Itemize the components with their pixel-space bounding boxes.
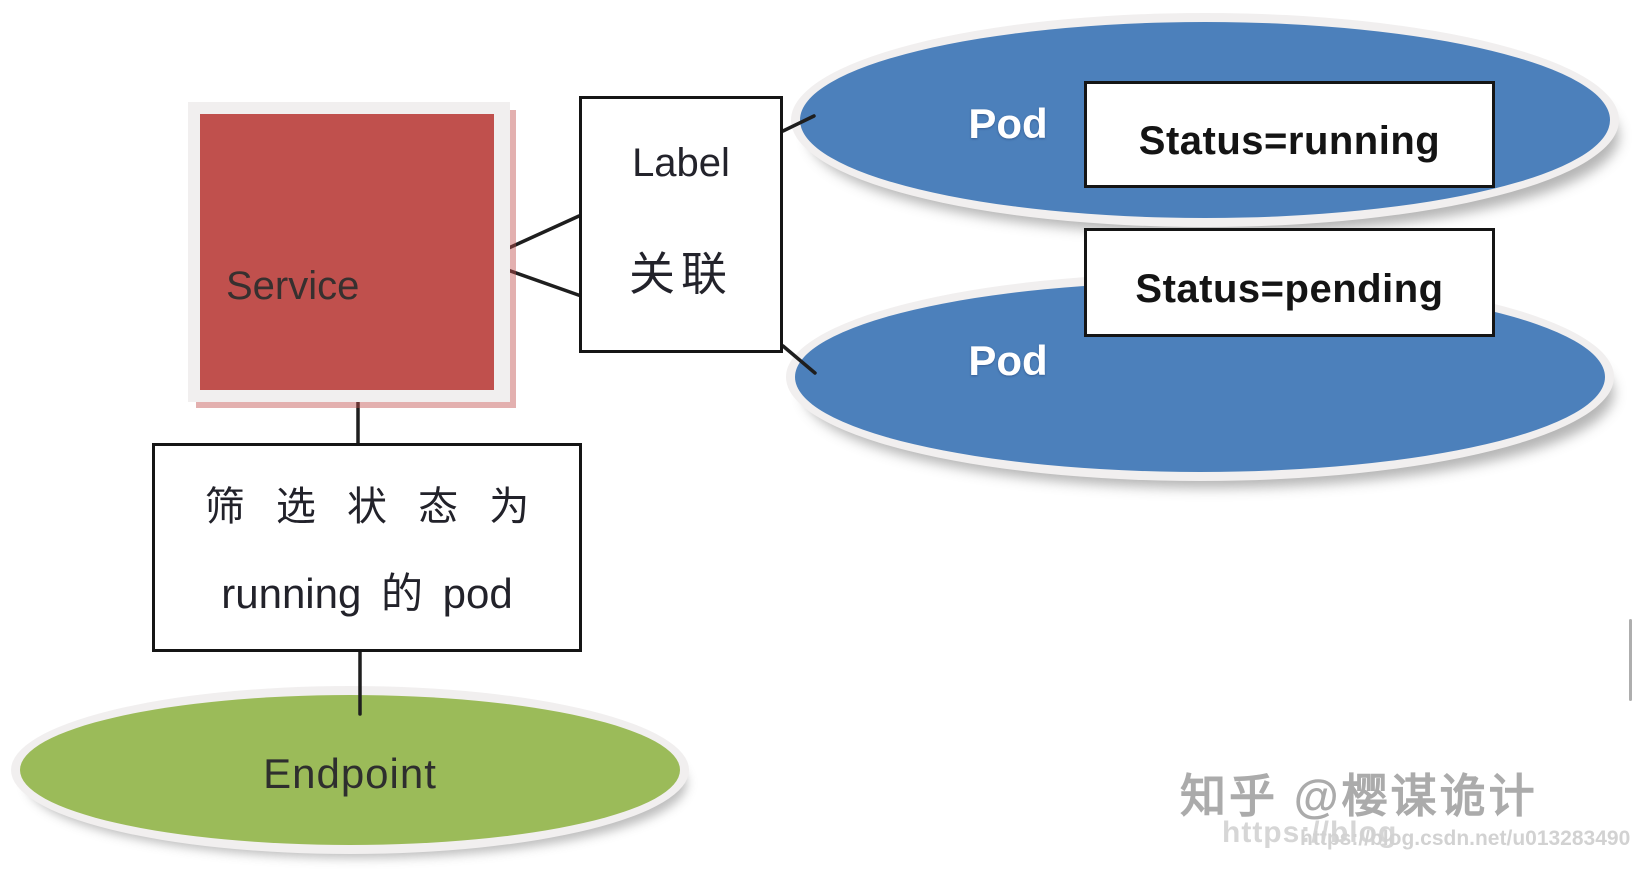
csdn-url-watermark-large: https://blog: [1222, 816, 1398, 849]
service-label: Service: [226, 264, 360, 308]
label-relation-box: Label 关联: [579, 96, 783, 353]
label-box-line1: Label: [632, 141, 730, 185]
pod1-label: Pod: [968, 100, 1048, 147]
csdn-url-watermark-small: https://blog.csdn.net/u013283490: [1300, 827, 1631, 850]
status-running-text: Status=running: [1138, 119, 1441, 163]
filter-box-line1: 筛 选 状 态 为: [204, 485, 540, 529]
service-node: Service: [188, 102, 510, 402]
line-label-to-pod2: [781, 344, 817, 375]
endpoint-ellipse: Endpoint: [20, 695, 680, 845]
status-pending-text: Status=pending: [1135, 267, 1444, 311]
line-service-to-label-bottom: [500, 266, 586, 299]
right-edge-tick-line: [1629, 619, 1632, 701]
zhihu-credit-watermark: 知乎 @樱谋诡计: [1180, 770, 1538, 822]
status-pending-box: Status=pending: [1084, 228, 1495, 337]
filter-description-box: 筛 选 状 态 为 running 的 pod: [152, 443, 582, 652]
label-box-line2: 关联: [629, 248, 733, 300]
line-service-to-label-top: [500, 214, 581, 253]
filter-box-line2: running 的 pod: [221, 570, 513, 617]
status-running-box: Status=running: [1084, 81, 1495, 188]
endpoint-label: Endpoint: [263, 750, 437, 797]
pod2-label: Pod: [968, 337, 1048, 384]
service-red-square: Service: [200, 114, 494, 390]
line-label-to-pod1: [781, 114, 816, 133]
